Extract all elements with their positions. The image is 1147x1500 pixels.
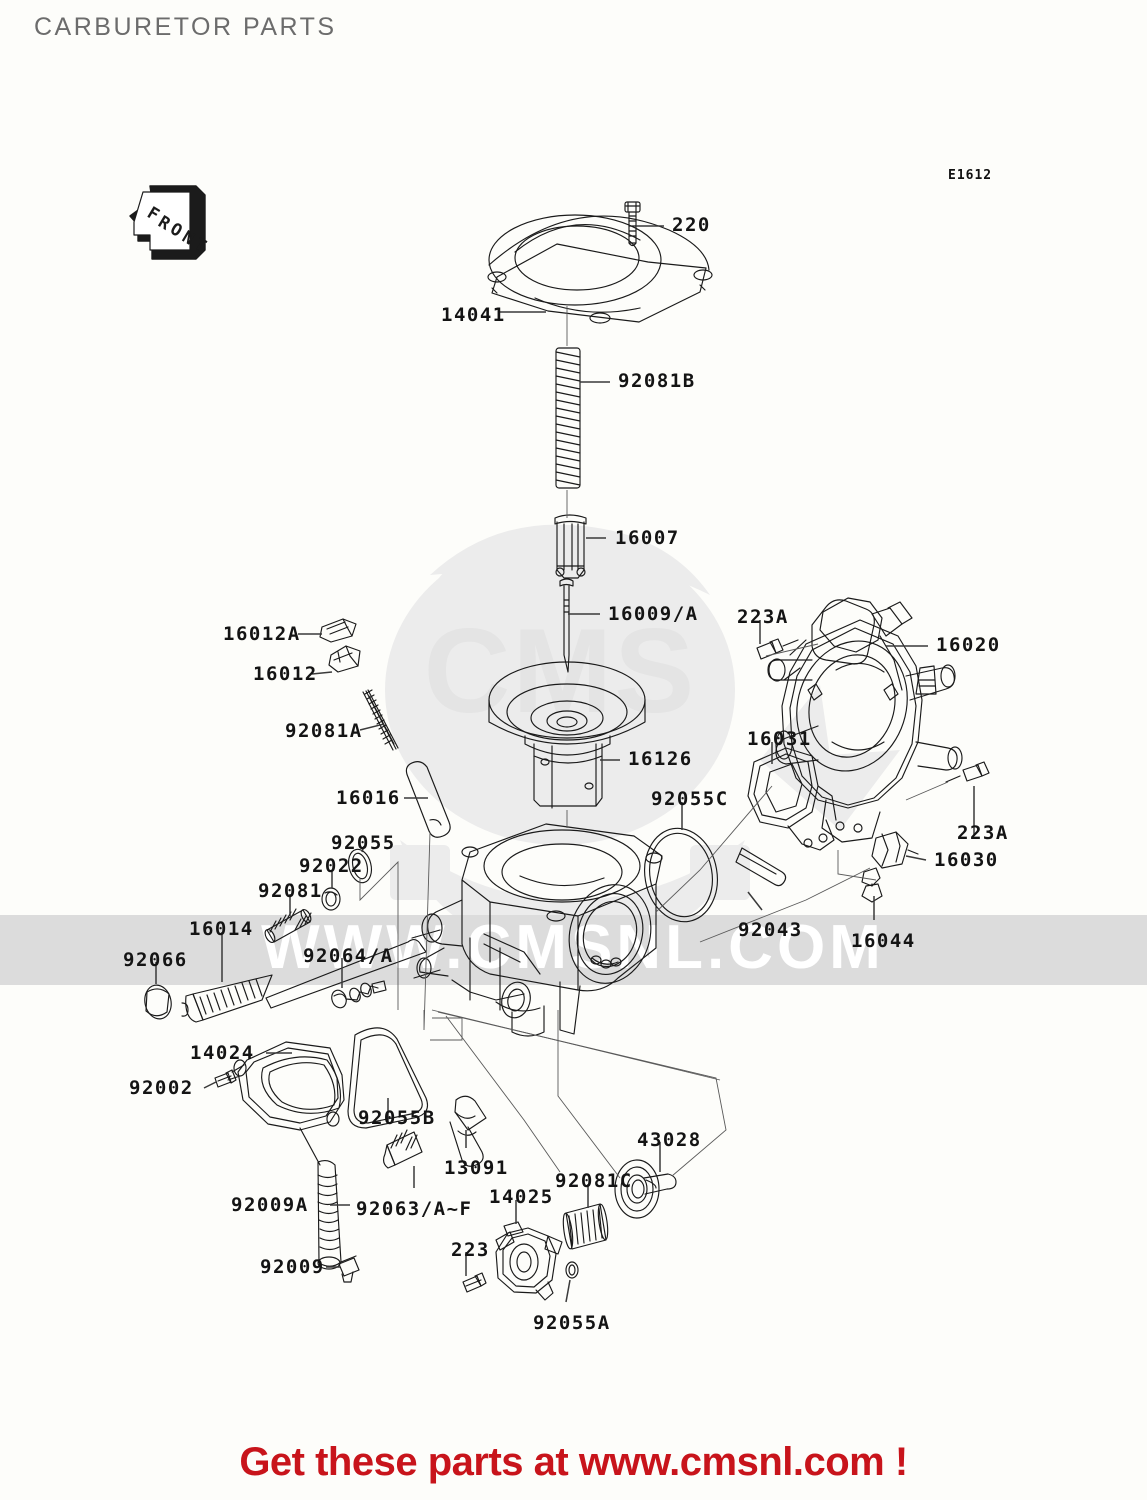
part-92066-cap [144, 984, 172, 1020]
callout-16007: 16007 [615, 527, 680, 549]
callout-92055A: 92055A [533, 1312, 611, 1334]
part-16009A-jet-needle [559, 578, 574, 673]
callout-14025: 14025 [489, 1186, 554, 1208]
part-92081B-spring [555, 347, 581, 489]
part-43028-diaphragm [614, 1159, 677, 1219]
part-14041-top-cover [487, 214, 713, 324]
part-14024-float-chamber-cover [227, 1041, 345, 1166]
callout-14024: 14024 [190, 1042, 255, 1064]
part-16007-needle-jet-holder [554, 514, 587, 579]
callout-92043: 92043 [738, 919, 803, 941]
callout-16030: 16030 [934, 849, 999, 871]
part-92002-bolt [214, 1069, 237, 1088]
part-92055A-o-ring [565, 1261, 579, 1279]
part-14025-starter-cover [495, 1221, 563, 1301]
carburetor-main-body [411, 823, 663, 1037]
callout-92081B: 92081B [618, 370, 696, 392]
callout-16012A: 16012A [223, 623, 301, 645]
callout-92009: 92009 [260, 1256, 325, 1278]
callout-43028: 43028 [637, 1129, 702, 1151]
part-92081C-spring [562, 1203, 609, 1250]
callout-16009A: 16009/A [608, 603, 699, 625]
callout-92002: 92002 [129, 1077, 194, 1099]
assembly-construction-lines [359, 306, 949, 1179]
callout-92081A: 92081A [285, 720, 363, 742]
callout-220: 220 [672, 214, 711, 236]
part-92081A-spring [362, 689, 399, 751]
part-92063AF-pilot-jet [382, 1129, 423, 1169]
callout-16016: 16016 [336, 787, 401, 809]
part-92022-washer [321, 887, 341, 911]
callout-92064A: 92064/A [303, 945, 394, 967]
callout-92081: 92081 [258, 880, 323, 902]
page-title: CARBURETOR PARTS [34, 13, 337, 41]
part-16012A-seat [319, 618, 357, 643]
part-92055B-o-ring [347, 1027, 429, 1129]
callout-92009A: 92009A [231, 1194, 309, 1216]
leader-lines [155, 225, 975, 1303]
part-16012-seat [328, 645, 361, 673]
part-16020-throttle-body [767, 597, 963, 843]
part-16031-diaphragm-cover [747, 747, 837, 851]
sheet-code: E1612 [948, 168, 993, 183]
front-arrow-icon: F R O N T [129, 185, 210, 260]
callout-92055B: 92055B [358, 1107, 436, 1129]
part-92055C-o-ring [644, 827, 718, 923]
part-92043-pin [735, 847, 787, 887]
callout-223A-right: 223A [957, 822, 1009, 844]
part-92055-o-ring [347, 848, 373, 884]
callout-16126: 16126 [628, 748, 693, 770]
part-223A-screw-right [945, 761, 990, 783]
callout-92055: 92055 [331, 832, 396, 854]
callout-16012: 16012 [253, 663, 318, 685]
callout-16020: 16020 [936, 634, 1001, 656]
part-16014-adjust-screw [181, 939, 427, 1023]
part-16016-float-rod [405, 761, 451, 838]
part-16126-vacuum-piston [488, 661, 646, 809]
footer-banner[interactable]: Get these parts at www.cmsnl.com ! [239, 1440, 908, 1484]
part-13091-holder [449, 1095, 487, 1167]
part-92009-screw [338, 1255, 360, 1283]
callout-14041: 14041 [441, 304, 506, 326]
callout-92063AF: 92063/A~F [356, 1198, 473, 1220]
part-92009A-long-screw [317, 1159, 342, 1270]
callout-16044: 16044 [851, 930, 916, 952]
callout-92022: 92022 [299, 855, 364, 877]
callout-92055C: 92055C [651, 788, 729, 810]
callout-92081C: 92081C [555, 1170, 633, 1192]
part-223-screw [462, 1272, 487, 1293]
part-223A-screw-top [756, 638, 799, 660]
part-16044-clip [861, 867, 883, 903]
part-92081-spring [264, 908, 312, 943]
callout-13091: 13091 [444, 1157, 509, 1179]
part-16030-needle-valve [871, 831, 919, 869]
callout-16031: 16031 [747, 728, 812, 750]
callout-92066: 92066 [123, 949, 188, 971]
callout-223A-top: 223A [737, 606, 789, 628]
callout-16014: 16014 [189, 918, 254, 940]
callout-223: 223 [451, 1239, 490, 1261]
part-92064A-main-jet [331, 980, 387, 1009]
